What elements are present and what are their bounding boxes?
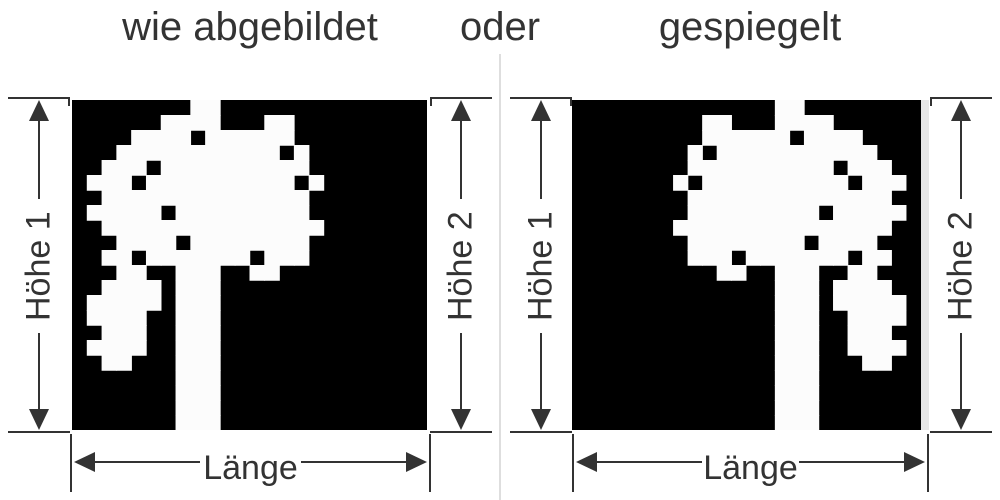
edge-shadow xyxy=(921,100,929,430)
arrow-right-icon xyxy=(406,452,427,472)
arrow-shaft xyxy=(540,333,542,411)
option-title-as-shown: wie abgebildet xyxy=(122,5,378,49)
arrow-shaft xyxy=(94,461,200,463)
tree-motif-mirrored xyxy=(572,100,921,430)
panel-divider xyxy=(499,54,501,500)
tree-motif xyxy=(72,100,427,430)
arrow-shaft xyxy=(460,333,462,411)
arrow-shaft xyxy=(799,461,905,463)
height2-label: Höhe 2 xyxy=(941,211,980,321)
dimension-tick xyxy=(429,434,431,492)
arrow-up-icon xyxy=(451,100,471,121)
arrow-down-icon xyxy=(531,409,551,430)
dimension-tick xyxy=(430,431,492,433)
dimension-tick xyxy=(430,97,492,106)
length-label: Länge xyxy=(703,449,798,487)
arrow-left-icon xyxy=(576,452,597,472)
arrow-shaft xyxy=(38,119,40,199)
arrow-up-icon xyxy=(531,100,551,121)
tick-stub xyxy=(430,97,432,106)
dimension-tick xyxy=(8,97,70,106)
height2-dimension-left-panel: Höhe 2 xyxy=(430,97,492,436)
arrow-left-icon xyxy=(74,452,95,472)
length-dimension-right-panel: Länge xyxy=(572,433,929,493)
dimension-tick xyxy=(927,434,929,492)
option-title-or: oder xyxy=(459,5,541,49)
arrow-up-icon xyxy=(951,100,971,121)
arrow-up-icon xyxy=(29,100,49,121)
height1-label: Höhe 1 xyxy=(19,211,58,321)
dimension-tick xyxy=(930,97,992,106)
decal-preview-mirrored xyxy=(572,100,921,430)
tick-stub xyxy=(68,97,70,106)
arrow-shaft xyxy=(596,461,702,463)
length-dimension-left-panel: Länge xyxy=(70,433,431,493)
option-title-mirrored: gespiegelt xyxy=(658,5,842,49)
height1-label: Höhe 1 xyxy=(521,211,560,321)
dimension-tick xyxy=(510,431,572,433)
arrow-down-icon xyxy=(951,409,971,430)
dimension-tick xyxy=(70,434,72,492)
height2-label: Höhe 2 xyxy=(441,211,480,321)
arrow-shaft xyxy=(960,333,962,411)
arrow-down-icon xyxy=(29,409,49,430)
height2-dimension-right-panel: Höhe 2 xyxy=(930,97,992,436)
arrow-down-icon xyxy=(451,409,471,430)
dimension-tick xyxy=(572,434,574,492)
height1-dimension-right-panel: Höhe 1 xyxy=(510,97,572,436)
length-label: Länge xyxy=(203,449,298,487)
height1-dimension-left-panel: Höhe 1 xyxy=(8,97,70,436)
arrow-shaft xyxy=(960,119,962,199)
arrow-right-icon xyxy=(904,452,925,472)
arrow-shaft xyxy=(460,119,462,199)
tick-stub xyxy=(570,97,572,106)
dimension-tick xyxy=(8,431,70,433)
dimension-tick xyxy=(510,97,572,106)
arrow-shaft xyxy=(540,119,542,199)
tick-stub xyxy=(930,97,932,106)
arrow-shaft xyxy=(301,461,407,463)
decal-preview-as-shown xyxy=(72,100,427,430)
dimension-tick xyxy=(930,431,992,433)
arrow-shaft xyxy=(38,333,40,411)
